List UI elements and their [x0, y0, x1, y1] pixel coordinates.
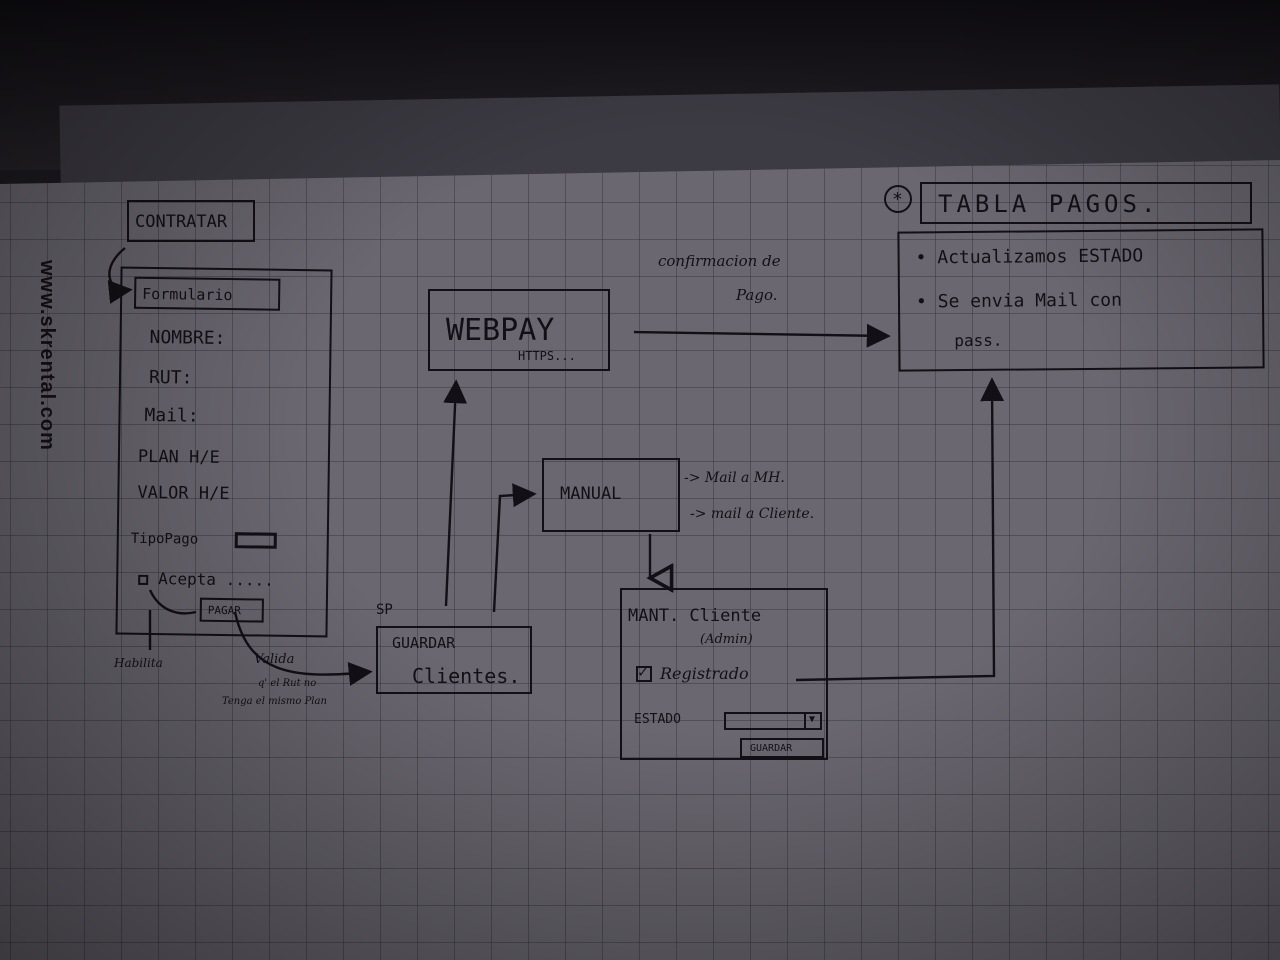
chevron-down-icon: ▼ [804, 712, 822, 730]
estado-label: ESTADO [634, 712, 681, 727]
grid-paper [0, 160, 1280, 960]
manual-title: MANUAL [560, 484, 622, 504]
mant-cliente-title: MANT. Cliente [628, 606, 762, 626]
registrado-checkbox[interactable]: ✓ [636, 662, 652, 682]
mant-cliente-box: MANT. Cliente (Admin) ✓ Registrado ESTAD… [620, 588, 828, 760]
guardar-button-label: GUARDAR [750, 743, 793, 754]
registrado-label: Registrado [660, 664, 749, 683]
arrow-guardar-to-manual [492, 483, 537, 613]
valida-note-line1: Valida [254, 652, 295, 667]
sp-label: SP [376, 602, 393, 618]
valida-note-line2: q' el Rut no [258, 678, 317, 689]
webpay-title: WEBPAY [446, 313, 555, 348]
arrow-webpay-to-tabla [633, 323, 891, 348]
guardar-clientes-line2: Clientes. [412, 664, 521, 688]
arrow-guardar-to-webpay [443, 379, 468, 607]
habilita-note: Habilita [114, 656, 163, 670]
arrow-accept-to-habilita [148, 589, 197, 650]
manual-note-2: -> mail a Cliente. [690, 506, 815, 522]
manual-box: MANUAL [542, 458, 680, 532]
arrow-pagar-to-guardar [233, 611, 373, 686]
tabla-pagos-marker-label: * [892, 189, 903, 210]
contratar-box: CONTRATAR [127, 200, 255, 242]
contratar-title: CONTRATAR [135, 212, 228, 232]
valida-note-line3: Tenga el mismo Plan [222, 696, 327, 707]
guardar-clientes-box: GUARDAR Clientes. [376, 626, 532, 694]
estado-select[interactable]: ▼ [724, 712, 822, 730]
confirmacion-line2: Pago. [736, 286, 778, 304]
arrow-mant-to-tabla [795, 377, 1005, 682]
check-icon: ✓ [638, 662, 648, 681]
manual-note-1: -> Mail a MH. [684, 470, 785, 486]
mant-cliente-subtitle: (Admin) [700, 632, 753, 647]
tabla-pagos-marker: * [884, 185, 912, 213]
tabla-pagos-title: TABLA PAGOS. [938, 190, 1160, 218]
tabla-pagos-title-box: TABLA PAGOS. [920, 182, 1252, 224]
arrow-contratar-to-formulario [107, 247, 133, 304]
guardar-button[interactable]: GUARDAR [740, 738, 824, 758]
chevron-glyph: ▼ [809, 714, 816, 725]
confirmacion-line1: confirmacion de [658, 252, 781, 270]
webpay-box: WEBPAY HTTPS... [428, 289, 610, 371]
webpay-subtitle: HTTPS... [518, 349, 576, 363]
guardar-clientes-line1: GUARDAR [392, 634, 456, 652]
